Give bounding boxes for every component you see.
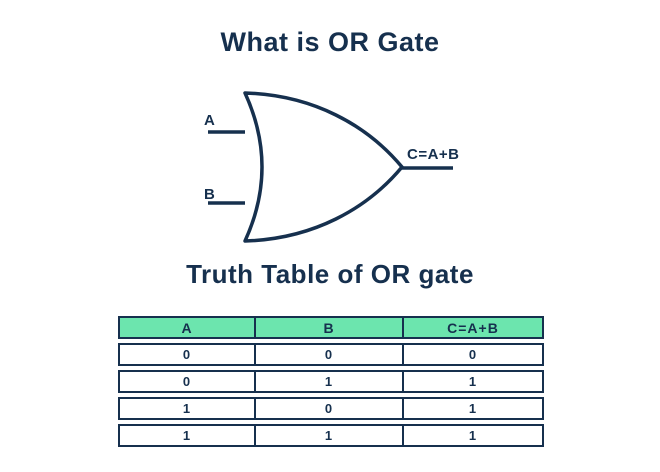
table-row: 1 1 1 bbox=[118, 424, 544, 447]
table-cell: 1 bbox=[401, 372, 542, 391]
output-label: C=A+B bbox=[407, 146, 460, 163]
truth-table: A B C=A+B 0 0 0 0 1 1 1 0 1 1 1 1 bbox=[118, 316, 544, 451]
header-cell-b: B bbox=[254, 318, 402, 337]
input-a-label: A bbox=[204, 112, 215, 129]
table-cell: 1 bbox=[254, 426, 402, 445]
table-row: 0 1 1 bbox=[118, 370, 544, 393]
table-cell: 0 bbox=[254, 399, 402, 418]
input-b-label: B bbox=[204, 186, 215, 203]
or-gate-body bbox=[243, 91, 404, 243]
table-cell: 1 bbox=[182, 428, 192, 443]
table-cell: 0 bbox=[401, 345, 542, 364]
table-cell: 1 bbox=[254, 372, 402, 391]
table-cell: 1 bbox=[182, 401, 192, 416]
table-row: 1 0 1 bbox=[118, 397, 544, 420]
header-cell-c: C=A+B bbox=[401, 318, 542, 337]
or-gate-diagram: A B C=A+B bbox=[204, 91, 460, 243]
table-cell: 1 bbox=[401, 426, 542, 445]
table-row: 0 0 0 bbox=[118, 343, 544, 366]
page-title: What is OR Gate bbox=[220, 27, 440, 57]
table-cell: 0 bbox=[254, 345, 402, 364]
truth-table-title: Truth Table of OR gate bbox=[186, 259, 474, 289]
table-cell: 0 bbox=[182, 347, 192, 362]
table-cell: 0 bbox=[182, 374, 192, 389]
truth-table-header-row: A B C=A+B bbox=[118, 316, 544, 339]
table-cell: 1 bbox=[401, 399, 542, 418]
header-cell-a: A bbox=[181, 319, 193, 336]
